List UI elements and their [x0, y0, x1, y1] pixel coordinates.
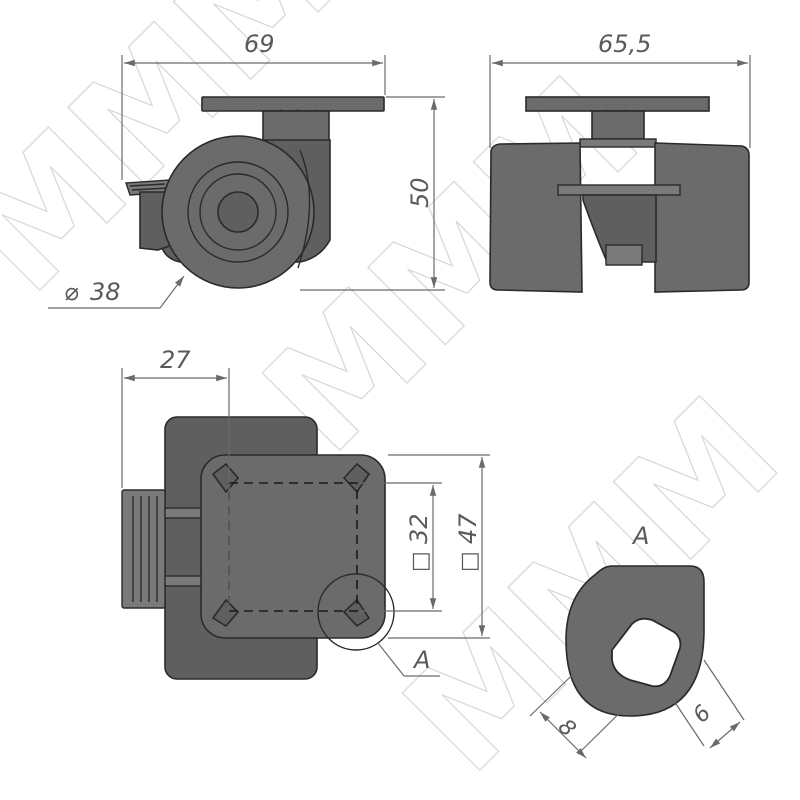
square-symbol-1: □	[408, 551, 433, 572]
dim-side-width: 69	[121, 30, 386, 180]
dim-label-27: 27	[160, 346, 191, 374]
dim-label-6: 6	[689, 701, 717, 729]
square-symbol-2: □	[457, 551, 482, 572]
dim-height: 50	[300, 96, 445, 291]
dim-label-69: 69	[244, 30, 275, 58]
detail-a-view	[565, 565, 705, 717]
dim-label-38: 38	[90, 278, 121, 306]
detail-title: A	[631, 522, 649, 550]
dim-top-offset: 27	[121, 346, 230, 610]
dim-hole-spacing: □ 32	[360, 482, 442, 612]
detail-ref-label: A	[412, 646, 430, 674]
dim-label-50: 50	[406, 177, 434, 208]
dim-label-65-5: 65,5	[598, 30, 651, 58]
side-view	[125, 96, 385, 289]
front-view	[489, 96, 750, 293]
dim-label-32: 32	[405, 513, 433, 544]
dim-plate-size: □ 47	[388, 454, 490, 639]
dim-wheel-diameter: ⌀ 38	[48, 275, 185, 309]
dim-label-47: 47	[454, 513, 482, 544]
diameter-symbol: ⌀	[64, 278, 79, 306]
top-view	[121, 416, 440, 680]
dim-front-width: 65,5	[489, 30, 751, 148]
